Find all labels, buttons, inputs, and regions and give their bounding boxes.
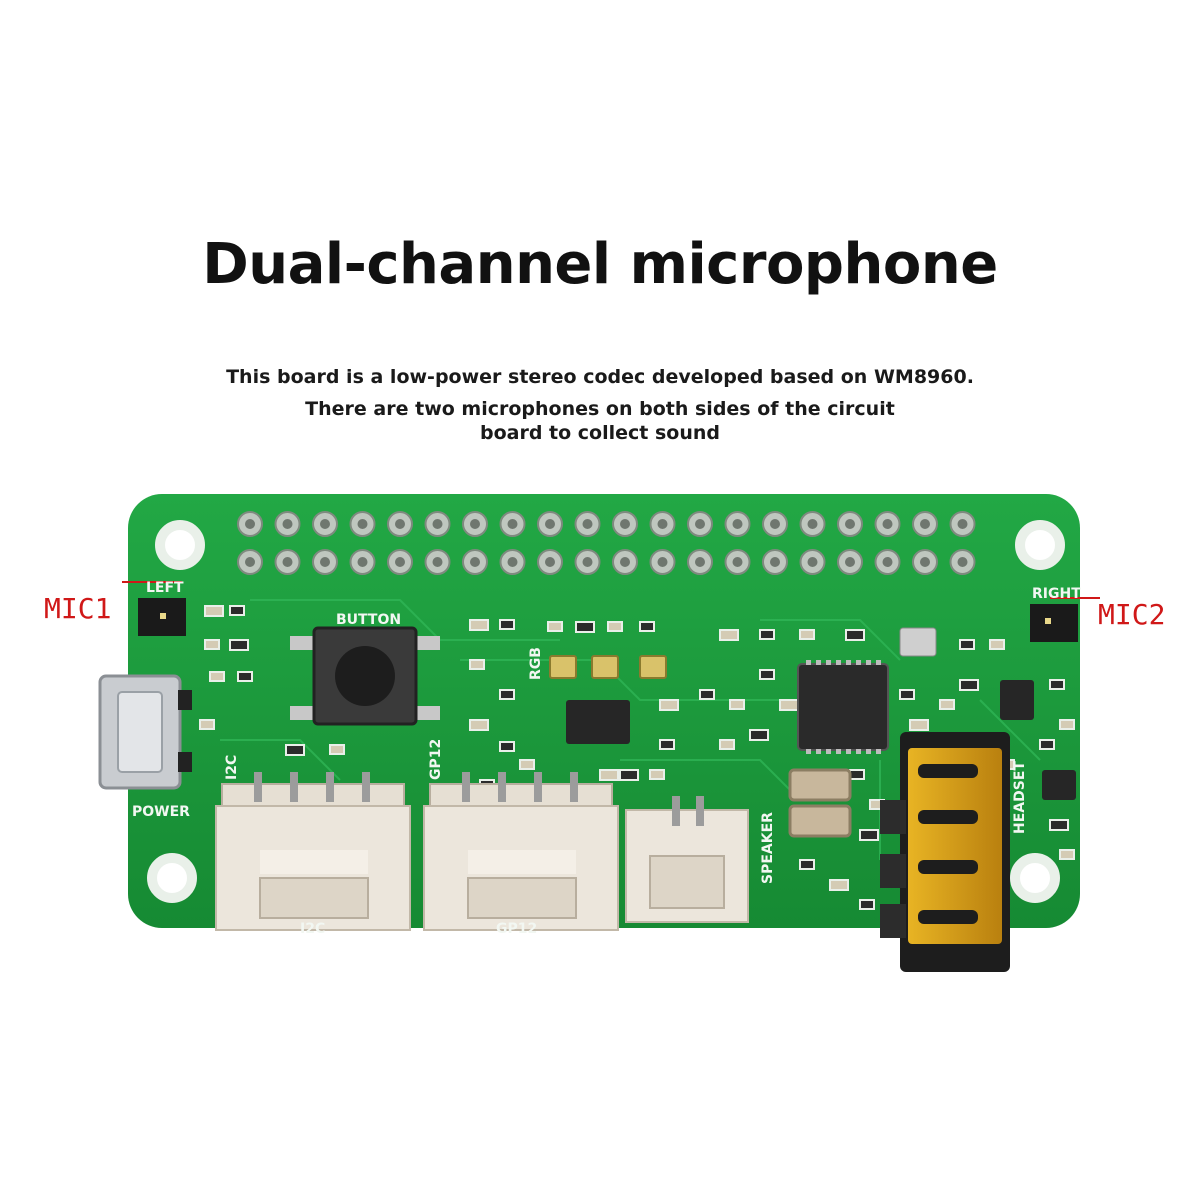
smd-part — [1049, 679, 1065, 690]
label-button: BUTTON — [336, 612, 401, 628]
smd-part — [469, 659, 485, 670]
smd-part — [859, 899, 875, 910]
smd-part — [699, 689, 715, 700]
smd-part — [749, 729, 769, 741]
label-power: POWER — [132, 804, 190, 820]
smd-part — [237, 671, 253, 682]
smd-part — [469, 619, 489, 631]
label-i2c-top: I2C — [224, 755, 240, 780]
smd-components — [199, 605, 1075, 910]
headset-jack — [880, 732, 1010, 972]
description-line-2: There are two microphones on both sides … — [305, 398, 895, 420]
smd-part — [329, 744, 345, 755]
smd-part — [1049, 819, 1069, 831]
smd-part — [845, 629, 865, 641]
smd-part — [499, 689, 515, 700]
smd-part — [719, 739, 735, 750]
gp12-connector — [423, 772, 619, 931]
smd-part — [959, 639, 975, 650]
smd-part — [575, 621, 595, 633]
mic2-callout: MIC2 — [1098, 598, 1166, 631]
smd-part — [729, 699, 745, 710]
smd-part — [229, 605, 245, 616]
smd-part — [959, 679, 979, 691]
smd-part — [909, 719, 929, 731]
crystal — [899, 627, 937, 657]
speaker-connector — [625, 796, 749, 923]
smd-part — [899, 689, 915, 700]
description-line-3: board to collect sound — [479, 422, 720, 444]
smd-part — [649, 769, 665, 780]
i2c-connector — [215, 772, 411, 931]
smd-part — [204, 605, 224, 617]
smd-part — [285, 744, 305, 756]
smd-part — [1039, 739, 1055, 750]
small-ic-2 — [1000, 680, 1034, 720]
smd-part — [1059, 719, 1075, 730]
label-gp12-bottom: GP12 — [496, 921, 537, 937]
smd-part — [1059, 849, 1075, 860]
smd-part — [599, 769, 619, 781]
label-headset: HEADSET — [1012, 761, 1028, 834]
smd-part — [759, 629, 775, 640]
label-left: LEFT — [146, 580, 184, 596]
tactile-button — [290, 626, 440, 726]
smd-part — [204, 639, 220, 650]
smd-part — [849, 769, 865, 780]
smd-part — [469, 719, 489, 731]
smd-part — [779, 699, 799, 711]
right-microphone — [1030, 604, 1078, 642]
label-rgb: RGB — [528, 647, 544, 680]
smd-part — [639, 621, 655, 632]
mounting-holes — [147, 520, 1065, 903]
label-right: RIGHT — [1032, 586, 1081, 602]
gpio-header — [237, 511, 976, 575]
smd-part — [719, 629, 739, 641]
smd-part — [829, 879, 849, 891]
smd-part — [607, 621, 623, 632]
smd-part — [499, 619, 515, 630]
smd-part — [499, 741, 515, 752]
small-ic — [566, 700, 630, 744]
capacitors — [788, 768, 852, 838]
small-ic-3 — [1042, 770, 1076, 800]
smd-part — [209, 671, 225, 682]
smd-part — [989, 639, 1005, 650]
smd-part — [547, 621, 563, 632]
smd-part — [519, 759, 535, 770]
label-speaker: SPEAKER — [760, 812, 776, 884]
codec-chip — [797, 660, 889, 754]
mic1-callout: MIC1 — [44, 592, 112, 625]
smd-part — [939, 699, 955, 710]
description-line-1: This board is a low-power stereo codec d… — [226, 366, 974, 388]
label-i2c-bottom: I2C — [300, 921, 325, 937]
smd-part — [199, 719, 215, 730]
smd-part — [229, 639, 249, 651]
page-title: Dual-channel microphone — [202, 232, 998, 297]
smd-part — [659, 739, 675, 750]
traces — [220, 599, 1041, 860]
label-gp12-top: GP12 — [428, 739, 444, 780]
smd-part — [859, 829, 879, 841]
smd-part — [659, 699, 679, 711]
rgb-leds — [549, 655, 667, 679]
smd-part — [799, 629, 815, 640]
smd-part — [759, 669, 775, 680]
smd-part — [619, 769, 639, 781]
micro-usb-port — [98, 674, 192, 790]
smd-part — [799, 859, 815, 870]
